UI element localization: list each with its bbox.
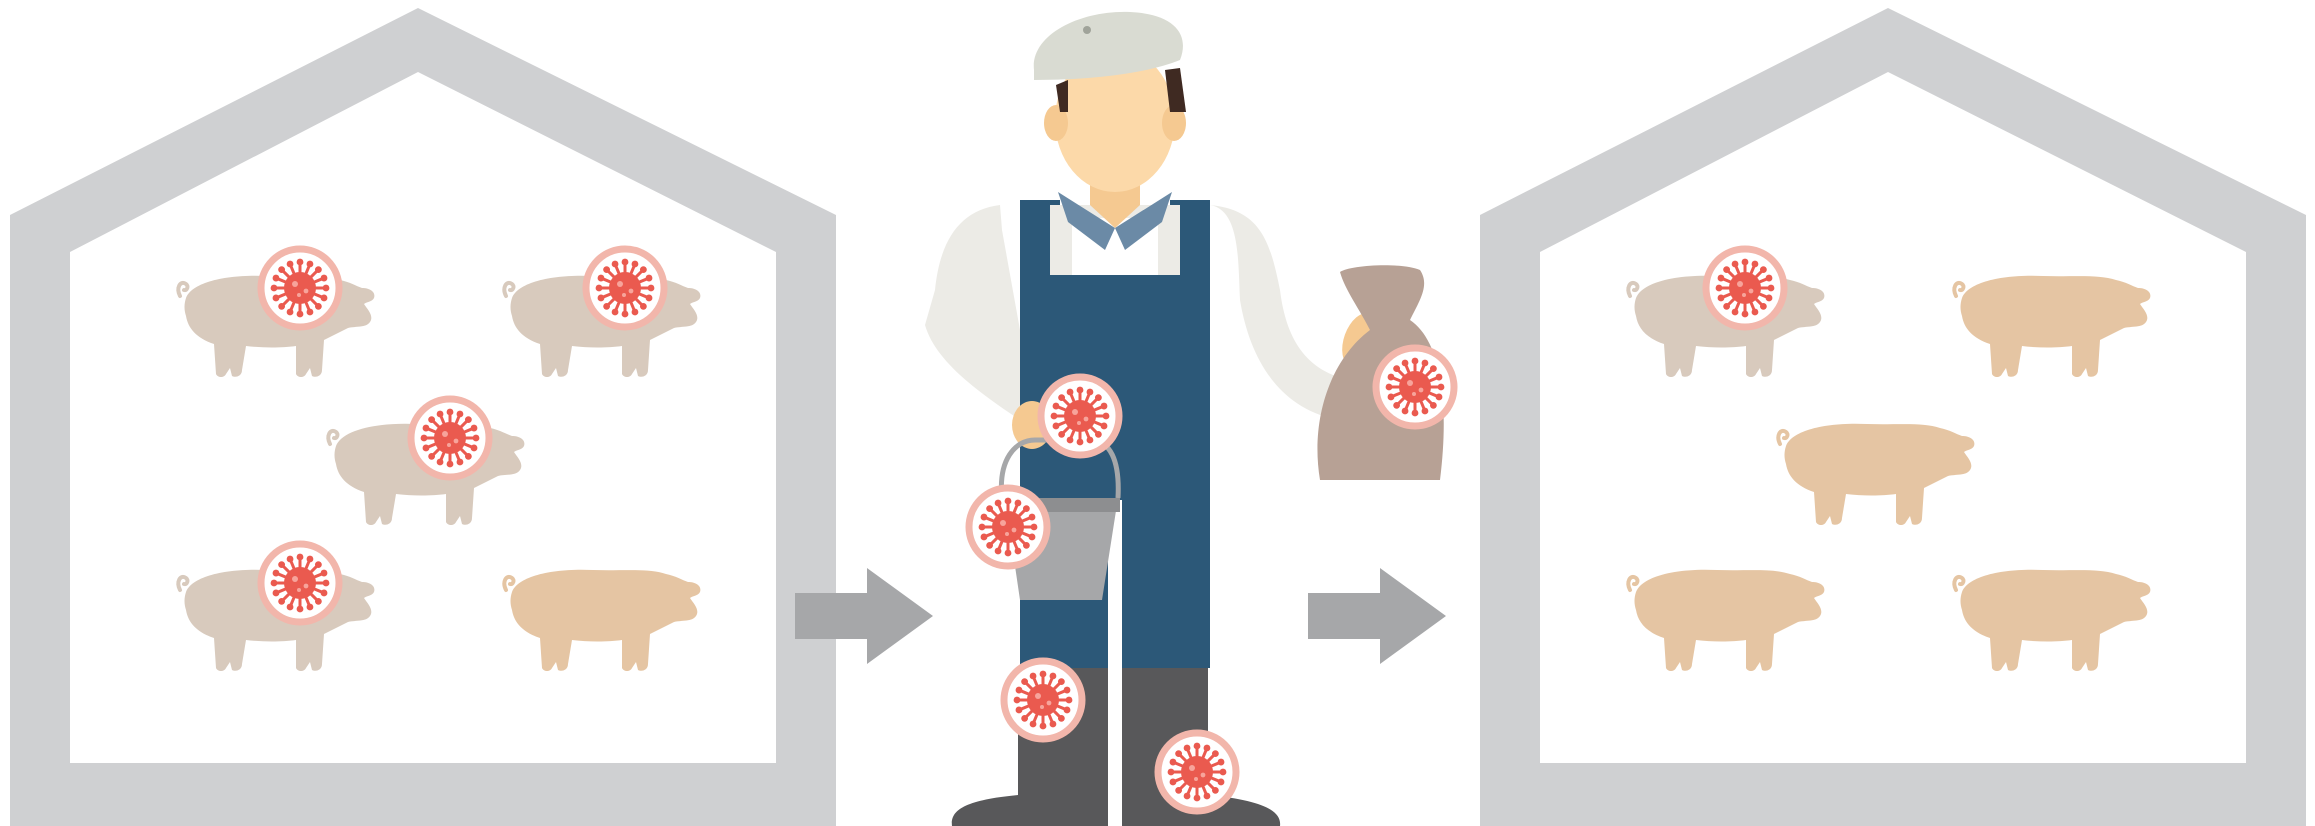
left-barn-pig-virus-icon-4: [258, 541, 342, 625]
left-barn-pig-virus-icon-2: [583, 246, 667, 330]
right-barn: [1480, 8, 2306, 826]
worker-right-boot-virus-icon: [1155, 730, 1239, 814]
right-barn-herd: [1628, 276, 2150, 671]
right-barn-outline-icon: [1480, 8, 2306, 826]
worker-bucket-virus-icon: [966, 485, 1050, 569]
shirt: [925, 205, 1020, 420]
worker-hand-virus-icon: [1038, 374, 1122, 458]
worker-sack-virus-icon: [1373, 345, 1457, 429]
worker-left-boot-virus-icon: [1001, 658, 1085, 742]
right-barn-pig-icon-4: [1628, 570, 1824, 671]
arrow-right-icon-2: [1308, 568, 1446, 664]
left-barn-pig-virus-icon-1: [258, 246, 342, 330]
right-barn-pig-virus-icon-1: [1703, 246, 1787, 330]
cap: [1034, 12, 1183, 80]
left-barn-pig-virus-icon-3: [408, 396, 492, 480]
right-barn-pig-icon-3: [1778, 424, 1974, 525]
left-barn-pig-icon-5: [504, 570, 700, 671]
right-barn-pig-icon-2: [1954, 276, 2150, 377]
right-barn-pig-icon-5: [1954, 570, 2150, 671]
